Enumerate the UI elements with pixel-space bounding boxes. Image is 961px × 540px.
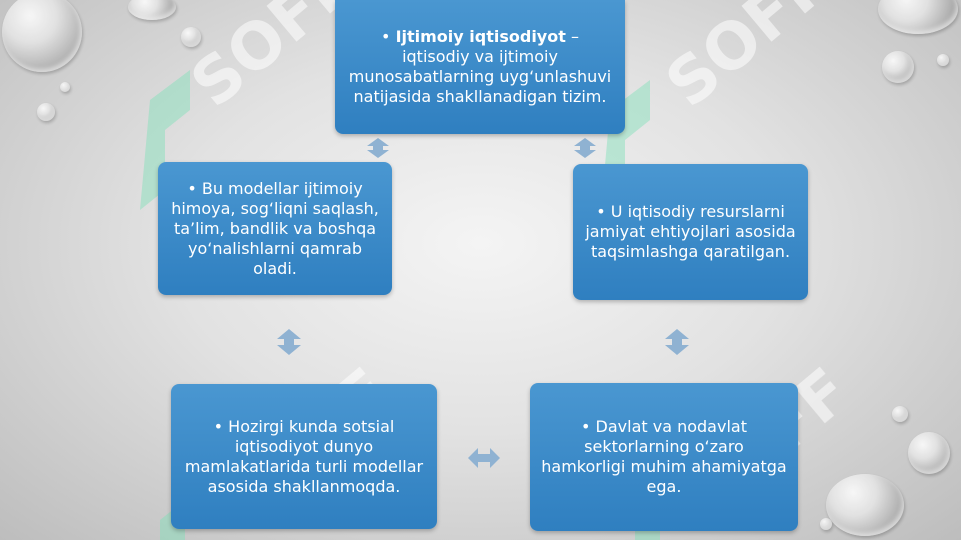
arrow-top-right <box>574 138 596 158</box>
watermark-logo-icon <box>140 70 190 210</box>
node-bottom-left-label: Hozirgi kunda sotsial iqtisodiyot dunyo … <box>184 416 424 496</box>
water-drop <box>37 103 55 121</box>
arrow-bottom <box>468 448 500 468</box>
node-bottom-right-text: • Davlat va nodavlat sektorlarning o‘zar… <box>540 417 788 497</box>
node-right-text: • U iqtisodiy resurslarni jamiyat ehtiyo… <box>583 202 798 262</box>
arrow-double-horizontal-icon <box>468 448 500 468</box>
water-drop <box>908 432 950 474</box>
water-drop <box>181 27 201 47</box>
water-drop <box>2 0 82 72</box>
node-top-term: Ijtimoiy iqtisodiyot <box>395 27 566 46</box>
arrow-double-icon <box>367 138 389 158</box>
node-right-label: U iqtisodiy resurslarni jamiyat ehtiyojl… <box>585 202 796 261</box>
node-bottom-right: • Davlat va nodavlat sektorlarning o‘zar… <box>530 383 798 531</box>
arrow-double-icon <box>665 329 689 355</box>
water-drop <box>882 51 914 83</box>
watermark-text: SOFF <box>653 0 845 122</box>
bullet: • <box>213 416 224 436</box>
bullet: • <box>596 202 606 221</box>
arrow-left <box>277 329 301 355</box>
arrow-double-icon <box>574 138 596 158</box>
arrow-right <box>665 329 689 355</box>
water-drop <box>937 54 949 66</box>
water-drop <box>128 0 176 20</box>
arrow-top-left <box>367 138 389 158</box>
node-left-label: Bu modellar ijtimoiy himoya, sog‘liqni s… <box>171 178 379 278</box>
node-right: • U iqtisodiy resurslarni jamiyat ehtiyo… <box>573 164 808 300</box>
bullet: • <box>381 27 391 46</box>
node-top-definition: – iqtisodiy va ijtimoiy munosabatlarning… <box>348 27 612 106</box>
water-drop <box>826 474 904 536</box>
water-drop <box>60 82 70 92</box>
node-bottom-left-text: • Hozirgi kunda sotsial iqtisodiyot duny… <box>181 417 427 497</box>
bullet: • <box>187 178 197 198</box>
node-bottom-right-label: Davlat va nodavlat sektorlarning o‘zaro … <box>541 417 787 496</box>
node-left-text: • Bu modellar ijtimoiy himoya, sog‘liqni… <box>168 179 382 279</box>
water-drop <box>892 406 908 422</box>
node-top: • Ijtimoiy iqtisodiyot – iqtisodiy va ij… <box>335 0 625 134</box>
bullet: • <box>581 417 591 436</box>
node-top-text: • Ijtimoiy iqtisodiyot – iqtisodiy va ij… <box>345 27 615 107</box>
water-drop <box>820 518 832 530</box>
node-left: • Bu modellar ijtimoiy himoya, sog‘liqni… <box>158 162 392 295</box>
node-bottom-left: • Hozirgi kunda sotsial iqtisodiyot duny… <box>171 384 437 529</box>
arrow-double-icon <box>277 329 301 355</box>
